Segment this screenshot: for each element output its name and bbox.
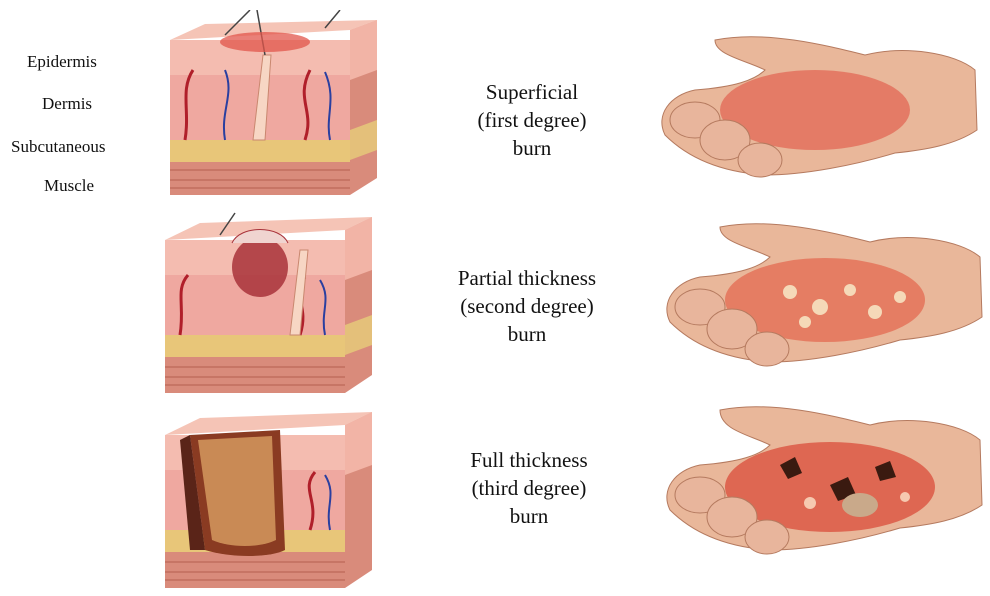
hand-first-degree: [655, 25, 985, 190]
caption-second-degree-line1: Partial thickness: [407, 264, 647, 292]
caption-third-degree-line1: Full thickness: [409, 446, 649, 474]
caption-first-degree-line3: burn: [412, 134, 652, 162]
caption-first-degree: Superficial (first degree) burn: [412, 78, 652, 162]
caption-third-degree-line3: burn: [409, 502, 649, 530]
skin-cross-section-first-degree: [165, 10, 390, 200]
caption-third-degree-line2: (third degree): [409, 474, 649, 502]
label-muscle: Muscle: [44, 176, 94, 196]
hand-second-degree: [660, 212, 985, 377]
caption-second-degree-line3: burn: [407, 320, 647, 348]
caption-third-degree: Full thickness (third degree) burn: [409, 446, 649, 530]
caption-second-degree-line2: (second degree): [407, 292, 647, 320]
hand-third-degree: [660, 395, 985, 565]
skin-cross-section-second-degree: [160, 205, 385, 395]
skin-cross-section-third-degree: [160, 400, 385, 592]
label-subcutaneous: Subcutaneous: [11, 137, 105, 157]
label-epidermis: Epidermis: [27, 52, 97, 72]
caption-first-degree-line2: (first degree): [412, 106, 652, 134]
label-dermis: Dermis: [42, 94, 92, 114]
caption-second-degree: Partial thickness (second degree) burn: [407, 264, 647, 348]
caption-first-degree-line1: Superficial: [412, 78, 652, 106]
